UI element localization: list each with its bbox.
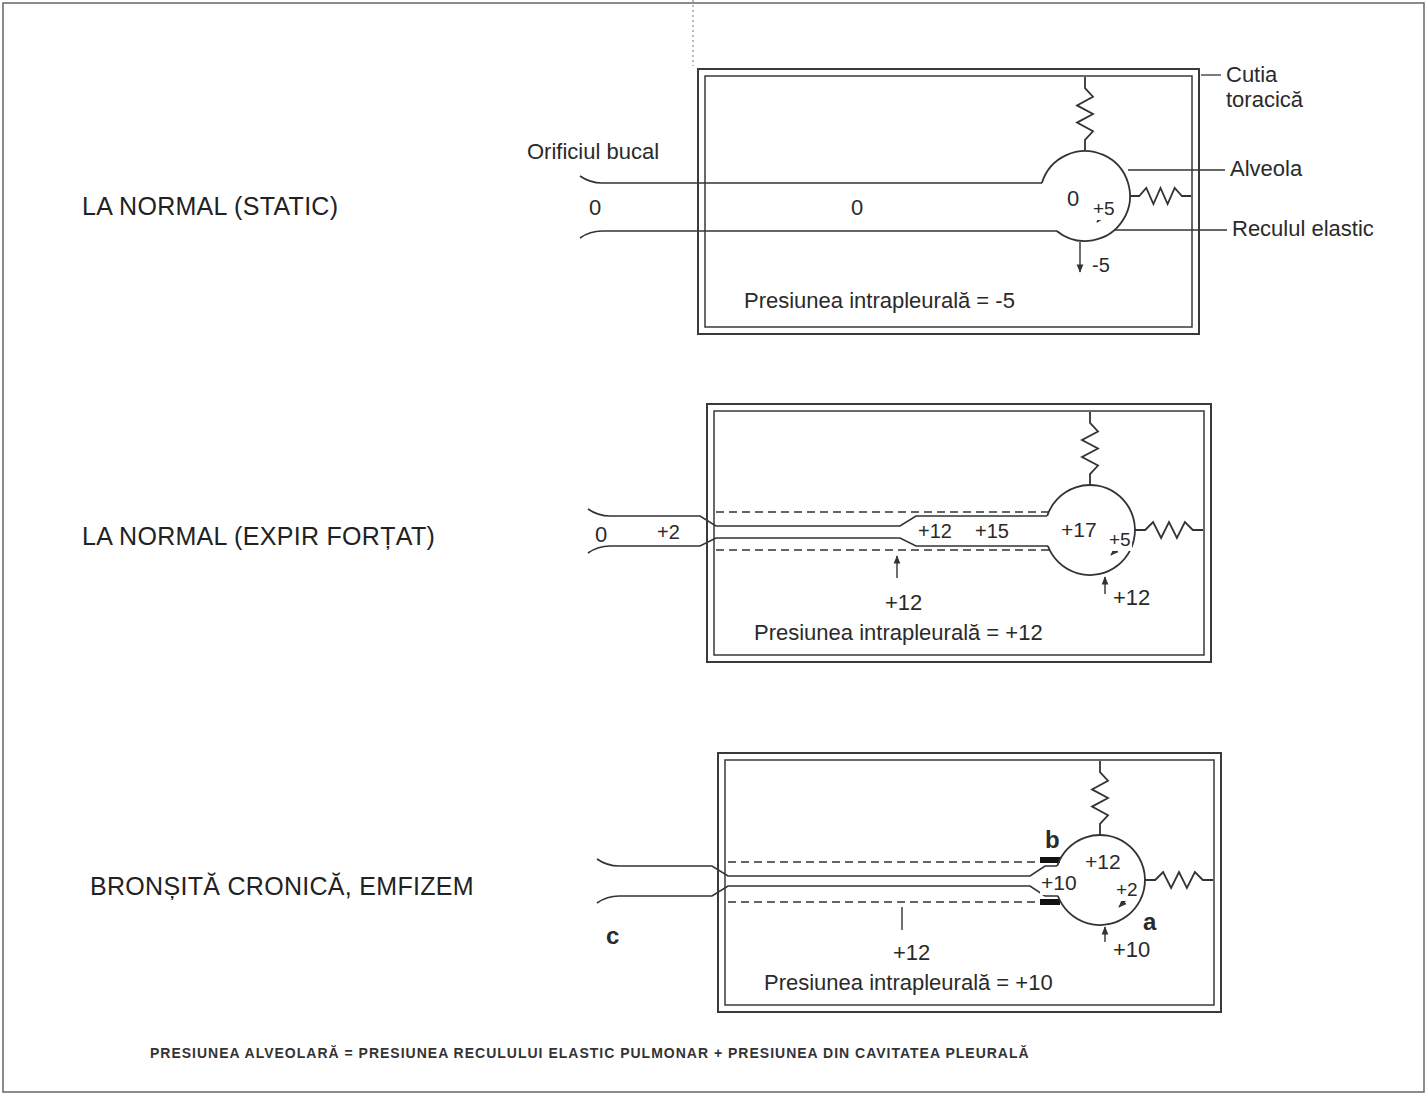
- airway-wall: [580, 176, 1042, 183]
- pressure-tick: [901, 907, 902, 930]
- panel-title: LA NORMAL (EXPIR FORȚAT): [82, 522, 435, 551]
- leader-lines: [1115, 75, 1227, 230]
- pressure-label: 0: [589, 195, 601, 220]
- caption: PRESIUNEA ALVEOLARĂ = PRESIUNEA RECULULU…: [150, 1045, 1030, 1061]
- part-name: Orificiul bucal: [527, 139, 659, 164]
- thorax-inner-wall: [705, 76, 1192, 327]
- pressure-value: +5: [1108, 529, 1132, 551]
- pleural-pressure-text: Presiunea intrapleurală = +12: [754, 620, 1043, 645]
- pressure-value: +2: [1115, 879, 1139, 901]
- outer-frame: [3, 3, 1424, 1092]
- leader-line: [1201, 74, 1221, 75]
- obstruction-mark: [1040, 899, 1060, 905]
- panel-title: BRONȘITĂ CRONICĂ, EMFIZEM: [90, 872, 474, 901]
- pressure-label: +15: [975, 520, 1009, 543]
- airway-dashed-wall: [716, 512, 1050, 550]
- pressure-label: +2: [657, 521, 680, 544]
- pressure-value: 0: [1066, 186, 1080, 211]
- thorax-box: Presiunea intrapleurală = +12 +17 +5: [706, 403, 1212, 663]
- pressure-label: -5: [1092, 254, 1110, 277]
- elastic-spring: [1135, 522, 1203, 538]
- dotted-line: [693, 0, 694, 66]
- elastic-spring: [1092, 761, 1108, 835]
- alveolus-outline: [1040, 151, 1130, 241]
- inner-walls: [705, 76, 1214, 1005]
- pleural-pressure-text: Presiunea intrapleurală = -5: [744, 288, 1015, 313]
- pressure-arrow: [1079, 242, 1080, 272]
- thorax-inner-wall: [725, 760, 1214, 1005]
- alveolus-wall: [1042, 151, 1130, 241]
- thorax-box: Presiunea intrapleurală = +10+12+10+2: [717, 752, 1222, 1013]
- pressure-value: +5: [1092, 198, 1116, 220]
- alveolus-wall: [1047, 485, 1135, 575]
- elastic-spring: [1130, 188, 1191, 204]
- recoil-arrow: [1119, 900, 1126, 907]
- pressure-label: 0: [851, 195, 863, 220]
- thorax-inner-wall: [714, 411, 1204, 655]
- springs: [1077, 77, 1213, 888]
- pleural-pressure-text: Presiunea intrapleurală = +10: [764, 970, 1053, 995]
- pressure-label: +12: [1113, 585, 1150, 610]
- pressure-arrow: [896, 556, 897, 578]
- alveolus-circle: +12+10+2: [1055, 835, 1145, 925]
- part-name: Cutia toracică: [1226, 62, 1326, 113]
- part-name: Alveola: [1230, 156, 1302, 181]
- pressure-label: +12: [918, 520, 952, 543]
- leader-line: [1128, 169, 1225, 170]
- pressure-label: +10: [1113, 937, 1150, 962]
- obstruction-mark: [1040, 857, 1060, 863]
- pressure-value: +10: [1040, 871, 1078, 895]
- thorax-box: Presiunea intrapleurală = -5 0 +5: [697, 68, 1200, 335]
- pressure-value: +12: [1084, 850, 1122, 874]
- pressure-arrow: [1104, 577, 1105, 594]
- alveolus-circle: +17 +5: [1045, 485, 1135, 575]
- part-name: Reculul elastic: [1232, 216, 1374, 241]
- pressure-arrows: [897, 214, 1126, 942]
- pressure-value: +17: [1060, 518, 1098, 542]
- airway-dashed-wall: [728, 862, 1040, 902]
- alveolus-circle: 0 +5: [1040, 151, 1130, 241]
- callout-letter: a: [1143, 908, 1156, 936]
- elastic-spring: [1077, 77, 1093, 151]
- callout-letter: c: [606, 922, 619, 950]
- elastic-spring: [1145, 872, 1213, 888]
- pressure-arrow: [1104, 927, 1105, 942]
- pressure-label: 0: [595, 522, 607, 547]
- airways: [580, 176, 1058, 903]
- pressure-label: +12: [885, 590, 922, 615]
- callout-letter: b: [1045, 826, 1060, 854]
- airway-wall: [580, 231, 1057, 238]
- airway-wall: [597, 886, 1058, 903]
- panel-title: LA NORMAL (STATIC): [82, 192, 338, 221]
- elastic-spring: [1082, 412, 1098, 485]
- pressure-label: +12: [893, 940, 930, 965]
- leader-line: [1115, 229, 1227, 230]
